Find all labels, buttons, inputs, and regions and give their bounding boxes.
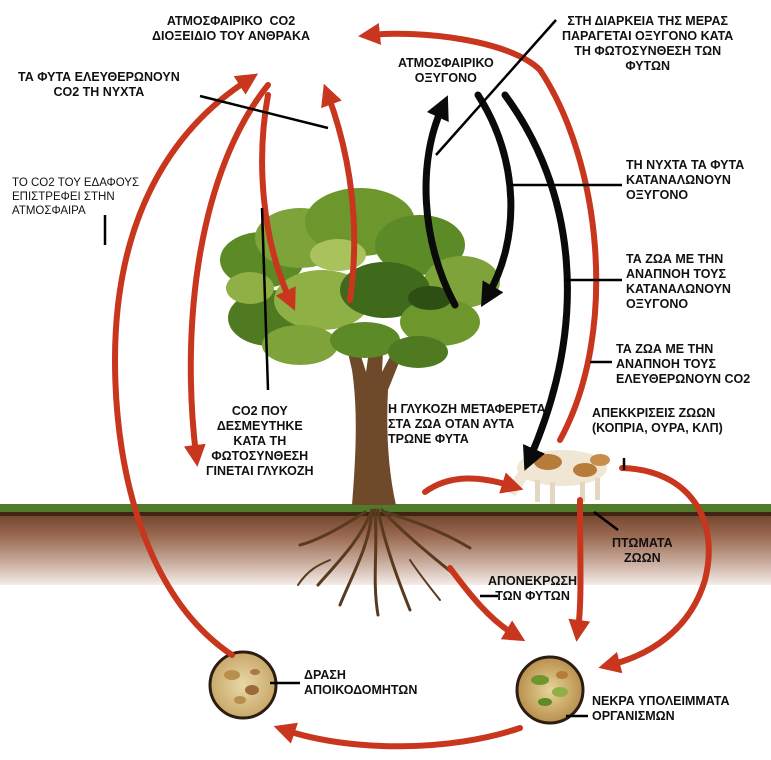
label-plant-decay: ΑΠΟΝΕΚΡΩΣΗ ΤΩΝ ΦΥΤΩΝ <box>488 574 577 604</box>
arrow-remains-to-decomposers <box>285 728 520 746</box>
label-animals-release-co2: ΤΑ ΖΩΑ ΜΕ ΤΗΝ ΑΝΑΠΝΟΗ ΤΟΥΣ ΕΛΕΥΘΕΡΩΝΟΥΝ … <box>616 342 750 387</box>
label-animal-excretions: ΑΠΕΚΚΡΙΣΕΙΣ ΖΩΩΝ (ΚΟΠΡΙΑ, ΟΥΡΑ, ΚΛΠ) <box>592 406 723 436</box>
label-daytime-oxygen-production: ΣΤΗ ΔΙΑΡΚΕΙΑ ΤΗΣ ΜΕΡΑΣ ΠΑΡΑΓΕΤΑΙ ΟΞΥΓΟΝΟ… <box>562 14 733 74</box>
cow-illustration <box>505 450 610 504</box>
label-plants-release-co2-night: ΤΑ ΦΥΤΑ ΕΛΕΥΘΕΡΩΝΟΥΝ CO2 ΤΗ ΝΥΧΤΑ <box>18 70 180 100</box>
label-atmospheric-co2: ΑΤΜΟΣΦΑΙΡΙΚΟ CO2 ΔΙΟΞΕΙΔΙΟ ΤΟΥ ΑΝΘΡΑΚΑ <box>152 14 310 44</box>
label-glucose-transfer: Η ΓΛΥΚΟΖΗ ΜΕΤΑΦΕΡΕΤΑΙ ΣΤΑ ΖΩΑ ΟΤΑΝ ΑΥΤΑ … <box>388 402 549 447</box>
label-soil-co2-returns: ΤΟ CO2 ΤΟΥ ΕΔΑΦΟΥΣ ΕΠΙΣΤΡΕΦΕΙ ΣΤΗΝ ΑΤΜΟΣ… <box>12 176 139 218</box>
arrow-carcasses <box>578 500 581 630</box>
label-atmospheric-oxygen: ΑΤΜΟΣΦΑΙΡΙΚΟ ΟΞΥΓΟΝΟ <box>398 56 494 86</box>
dead-remains-circle <box>517 657 583 723</box>
label-night-plants-consume-oxygen: ΤΗ ΝΥΧΤΑ ΤΑ ΦΥΤΑ ΚΑΤΑΝΑΛΩΝΟΥΝ ΟΞΥΓΟΝΟ <box>626 158 744 203</box>
arrow-glucose-to-animals <box>425 478 512 492</box>
decomposers-circle <box>210 652 276 718</box>
label-animals-consume-oxygen: ΤΑ ΖΩΑ ΜΕ ΤΗΝ ΑΝΑΠΝΟΗ ΤΟΥΣ ΚΑΤΑΝΑΛΩΝΟΥΝ … <box>626 252 731 312</box>
label-decomposers-action: ΔΡΑΣΗ ΑΠΟΙΚΟΔΟΜΗΤΩΝ <box>304 668 417 698</box>
co2-arrows <box>115 34 709 746</box>
label-dead-organism-remains: ΝΕΚΡΑ ΥΠΟΛΕΙΜΜΑΤΑ ΟΡΓΑΝΙΣΜΩΝ <box>592 694 730 724</box>
label-animal-carcasses: ΠΤΩΜΑΤΑ ΖΩΩΝ <box>612 536 673 566</box>
label-co2-becomes-glucose: CO2 ΠΟΥ ΔΕΣΜΕΥΤΗΚΕ ΚΑΤΑ ΤΗ ΦΩΤΟΣΥΝΘΕΣΗ Γ… <box>206 404 314 479</box>
